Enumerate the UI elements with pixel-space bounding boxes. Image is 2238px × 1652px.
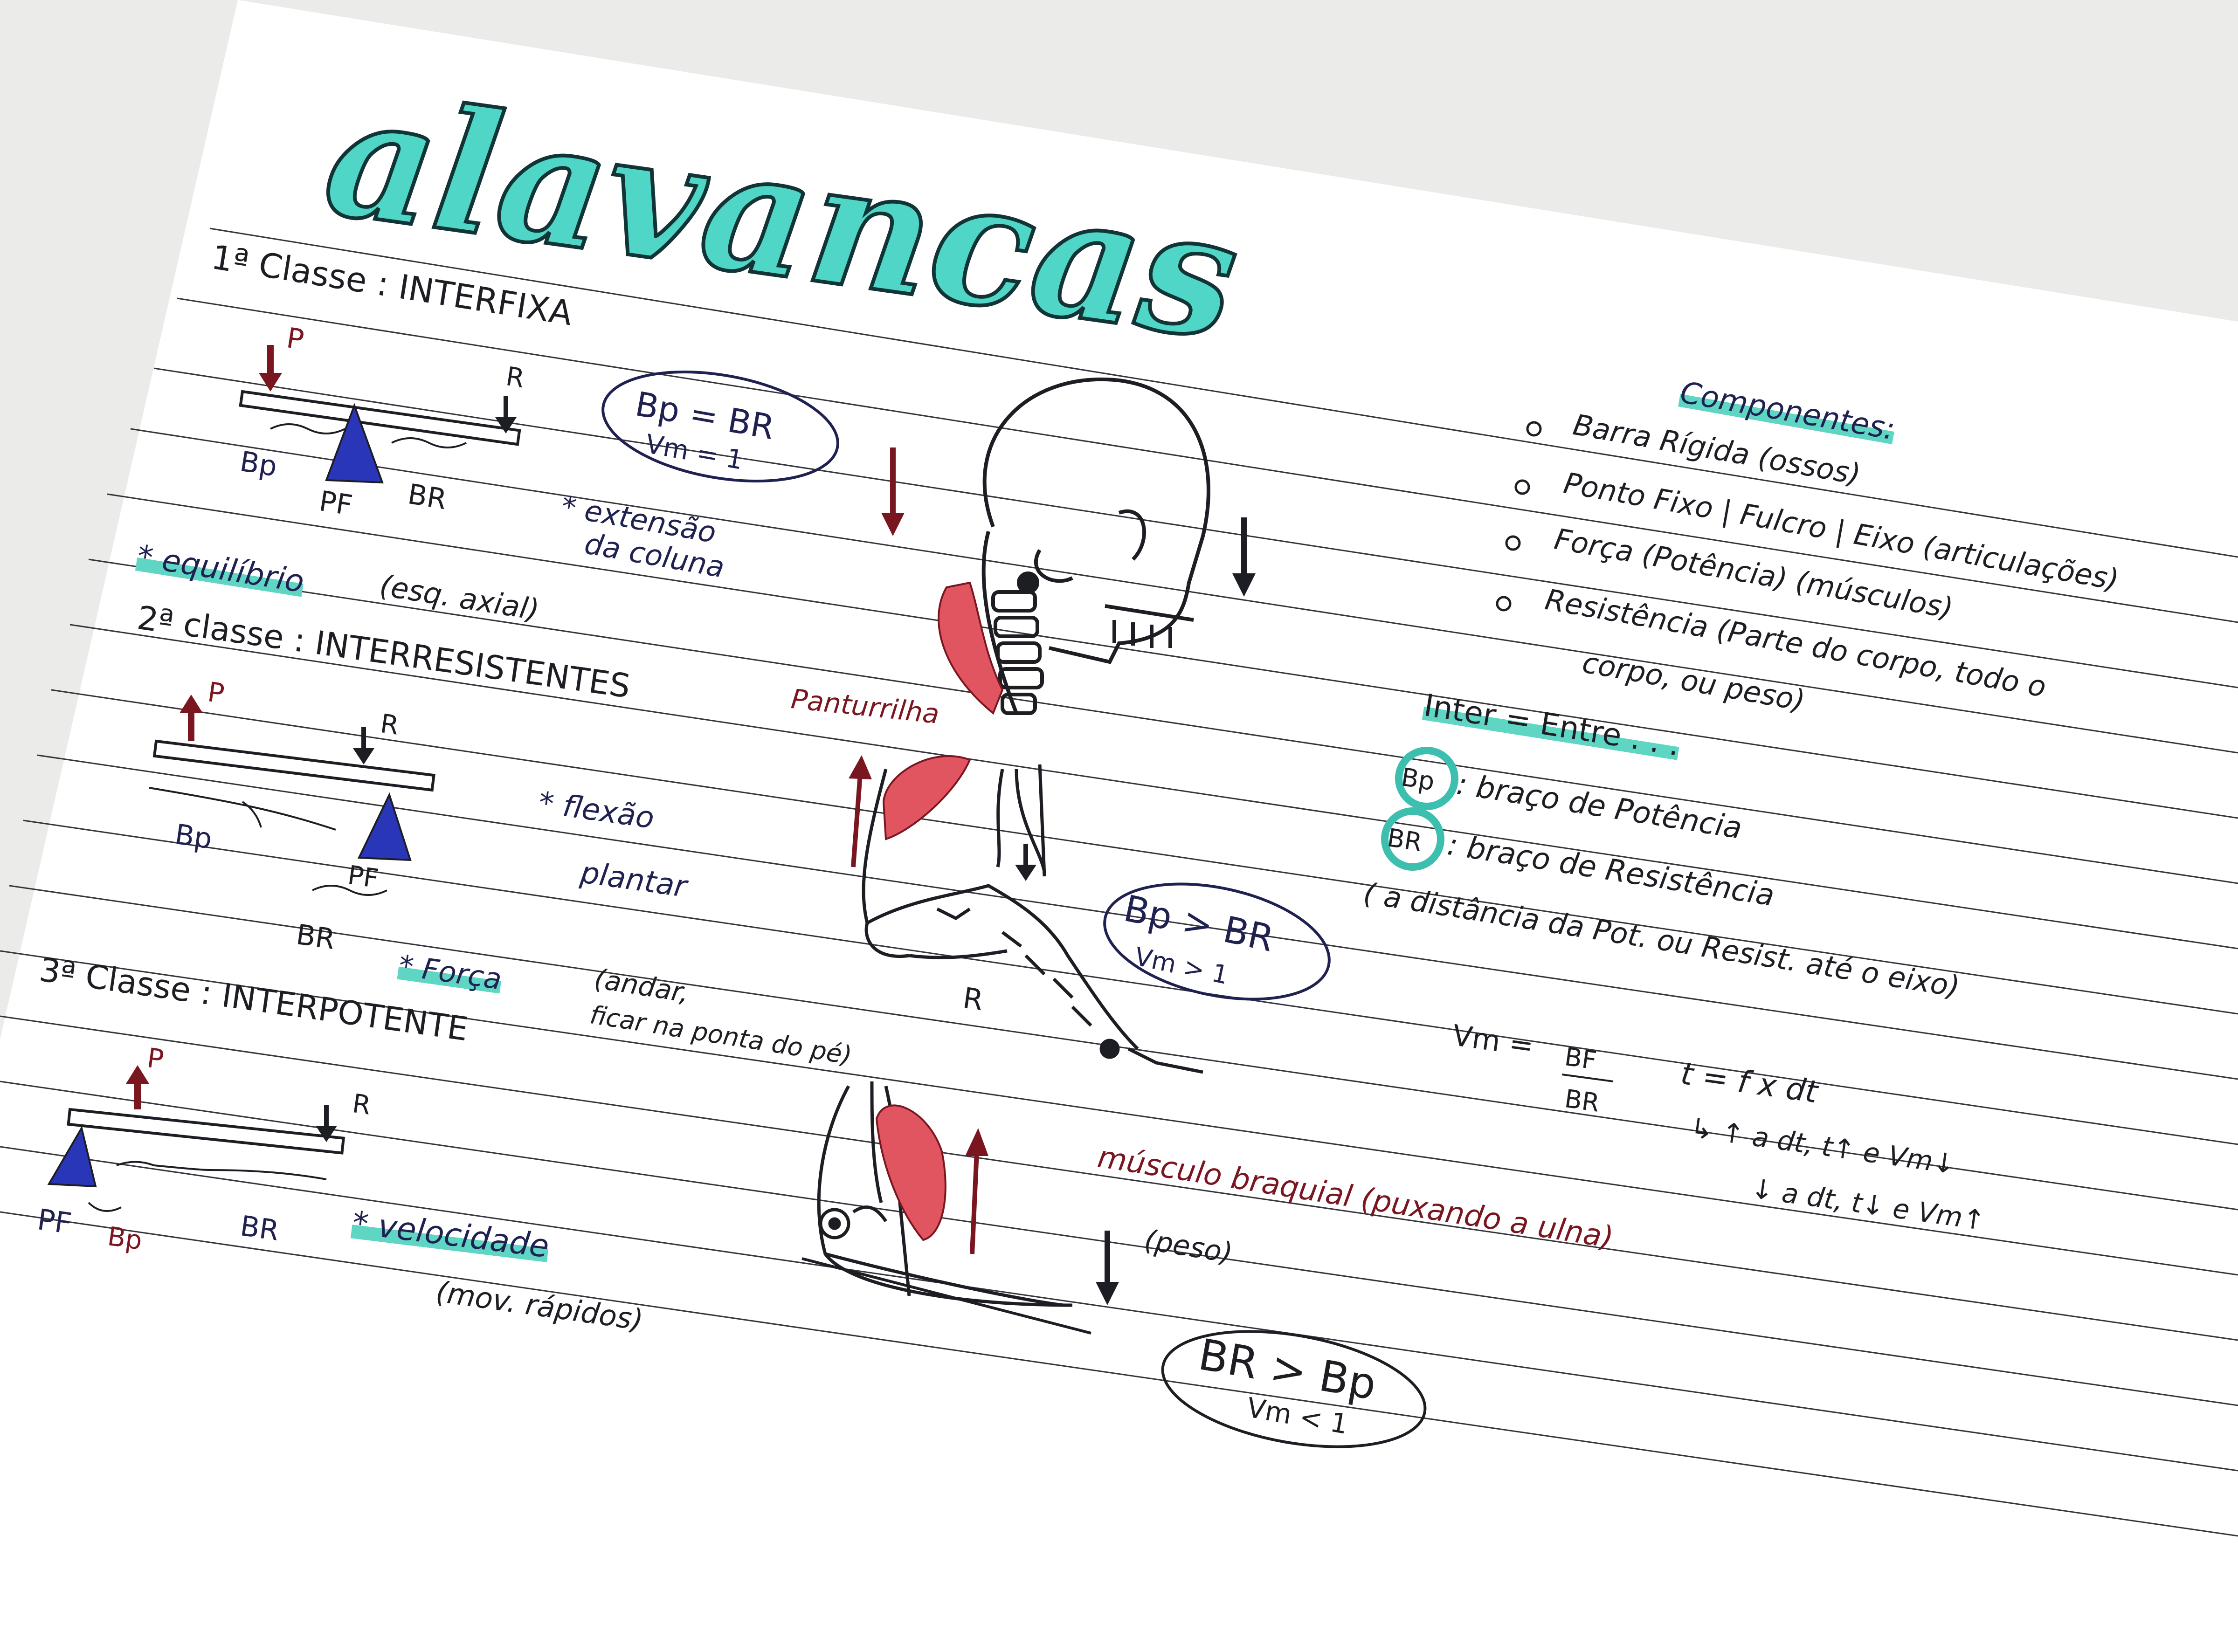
class2-formula-ellipse xyxy=(1103,882,1331,1001)
class1-label-br: BR xyxy=(405,478,449,516)
class3-label-br: BR xyxy=(238,1210,281,1247)
skull-illustration xyxy=(981,377,1210,715)
bp-badge: Bp xyxy=(1399,762,1437,797)
class1-formula-ellipse xyxy=(601,370,839,483)
class3-label-bp: Bp xyxy=(105,1221,144,1256)
foot-label-r: R xyxy=(960,981,986,1018)
component-bullets xyxy=(1496,421,1542,612)
vm-formula-numerator: BF xyxy=(1562,1042,1599,1075)
class2-label-pf: PF xyxy=(345,860,381,895)
arm-force-arrows xyxy=(965,1128,1119,1305)
vm-formula-denominator: BR xyxy=(1562,1084,1602,1118)
class3-formula-ellipse xyxy=(1161,1330,1427,1448)
class2-label-r: R xyxy=(378,709,401,741)
class1-lever-diagram xyxy=(239,345,521,484)
class2-lever-diagram xyxy=(149,695,435,896)
calf-muscle xyxy=(882,755,971,840)
class3-label-r: R xyxy=(350,1088,373,1121)
neck-muscle xyxy=(938,581,1004,715)
foot-force-arrows xyxy=(849,755,1036,881)
biceps-muscle xyxy=(875,1104,946,1241)
class2-label-br: BR xyxy=(294,918,337,956)
class1-label-bp: Bp xyxy=(237,445,280,483)
class2-label-bp: Bp xyxy=(173,818,214,856)
skull-force-arrows xyxy=(881,447,1256,597)
class1-label-pf: PF xyxy=(317,485,355,523)
vm-fraction-bar xyxy=(1561,1074,1614,1082)
foot-illustration xyxy=(862,764,1203,1074)
bp-badge-circle xyxy=(1395,747,1458,810)
br-badge: BR xyxy=(1385,823,1424,857)
ruled-lines xyxy=(0,227,2238,1537)
class3-label-pf: PF xyxy=(35,1202,74,1241)
class3-lever-diagram xyxy=(47,1065,345,1212)
br-badge-circle xyxy=(1381,807,1444,871)
